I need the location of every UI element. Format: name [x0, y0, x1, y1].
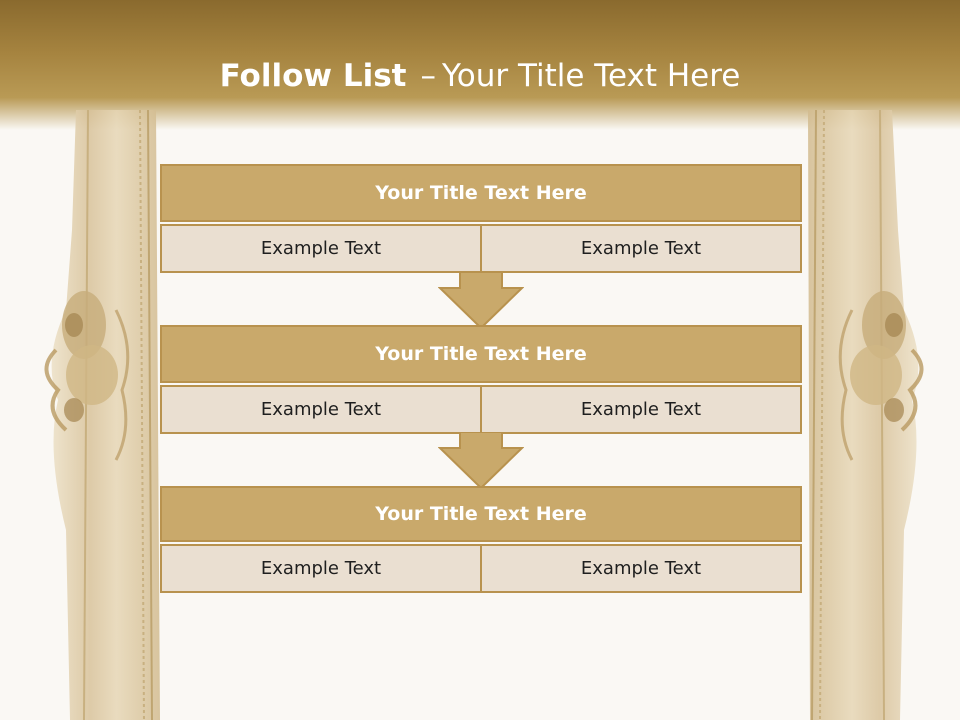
step-cell-right-2: Example Text [482, 385, 802, 434]
slide-title-rest: Your Title Text Here [441, 58, 741, 94]
step-cell-left-3: Example Text [160, 544, 482, 593]
down-arrow-icon [438, 432, 524, 490]
header-band [0, 0, 960, 130]
step-row-2: Example Text Example Text [160, 385, 802, 434]
frame-pillar-left [36, 110, 168, 720]
step-cell-right-3: Example Text [482, 544, 802, 593]
step-cell-left-1: Example Text [160, 224, 482, 273]
step-row-3: Example Text Example Text [160, 544, 802, 593]
frame-pillar-right [800, 110, 932, 720]
step-box-3: Your Title Text Here Example Text Exampl… [160, 486, 802, 593]
step-cell-right-1: Example Text [482, 224, 802, 273]
slide-title: Follow List–Your Title Text Here [0, 56, 960, 96]
step-cell-left-2: Example Text [160, 385, 482, 434]
step-box-2: Your Title Text Here Example Text Exampl… [160, 325, 802, 434]
slide-title-bold: Follow List [219, 58, 407, 94]
down-arrow-icon [438, 272, 524, 330]
step-title-2: Your Title Text Here [160, 325, 802, 383]
step-title-3: Your Title Text Here [160, 486, 802, 542]
step-row-1: Example Text Example Text [160, 224, 802, 273]
slide-title-separator: – [420, 58, 436, 94]
step-title-1: Your Title Text Here [160, 164, 802, 222]
step-box-1: Your Title Text Here Example Text Exampl… [160, 164, 802, 273]
